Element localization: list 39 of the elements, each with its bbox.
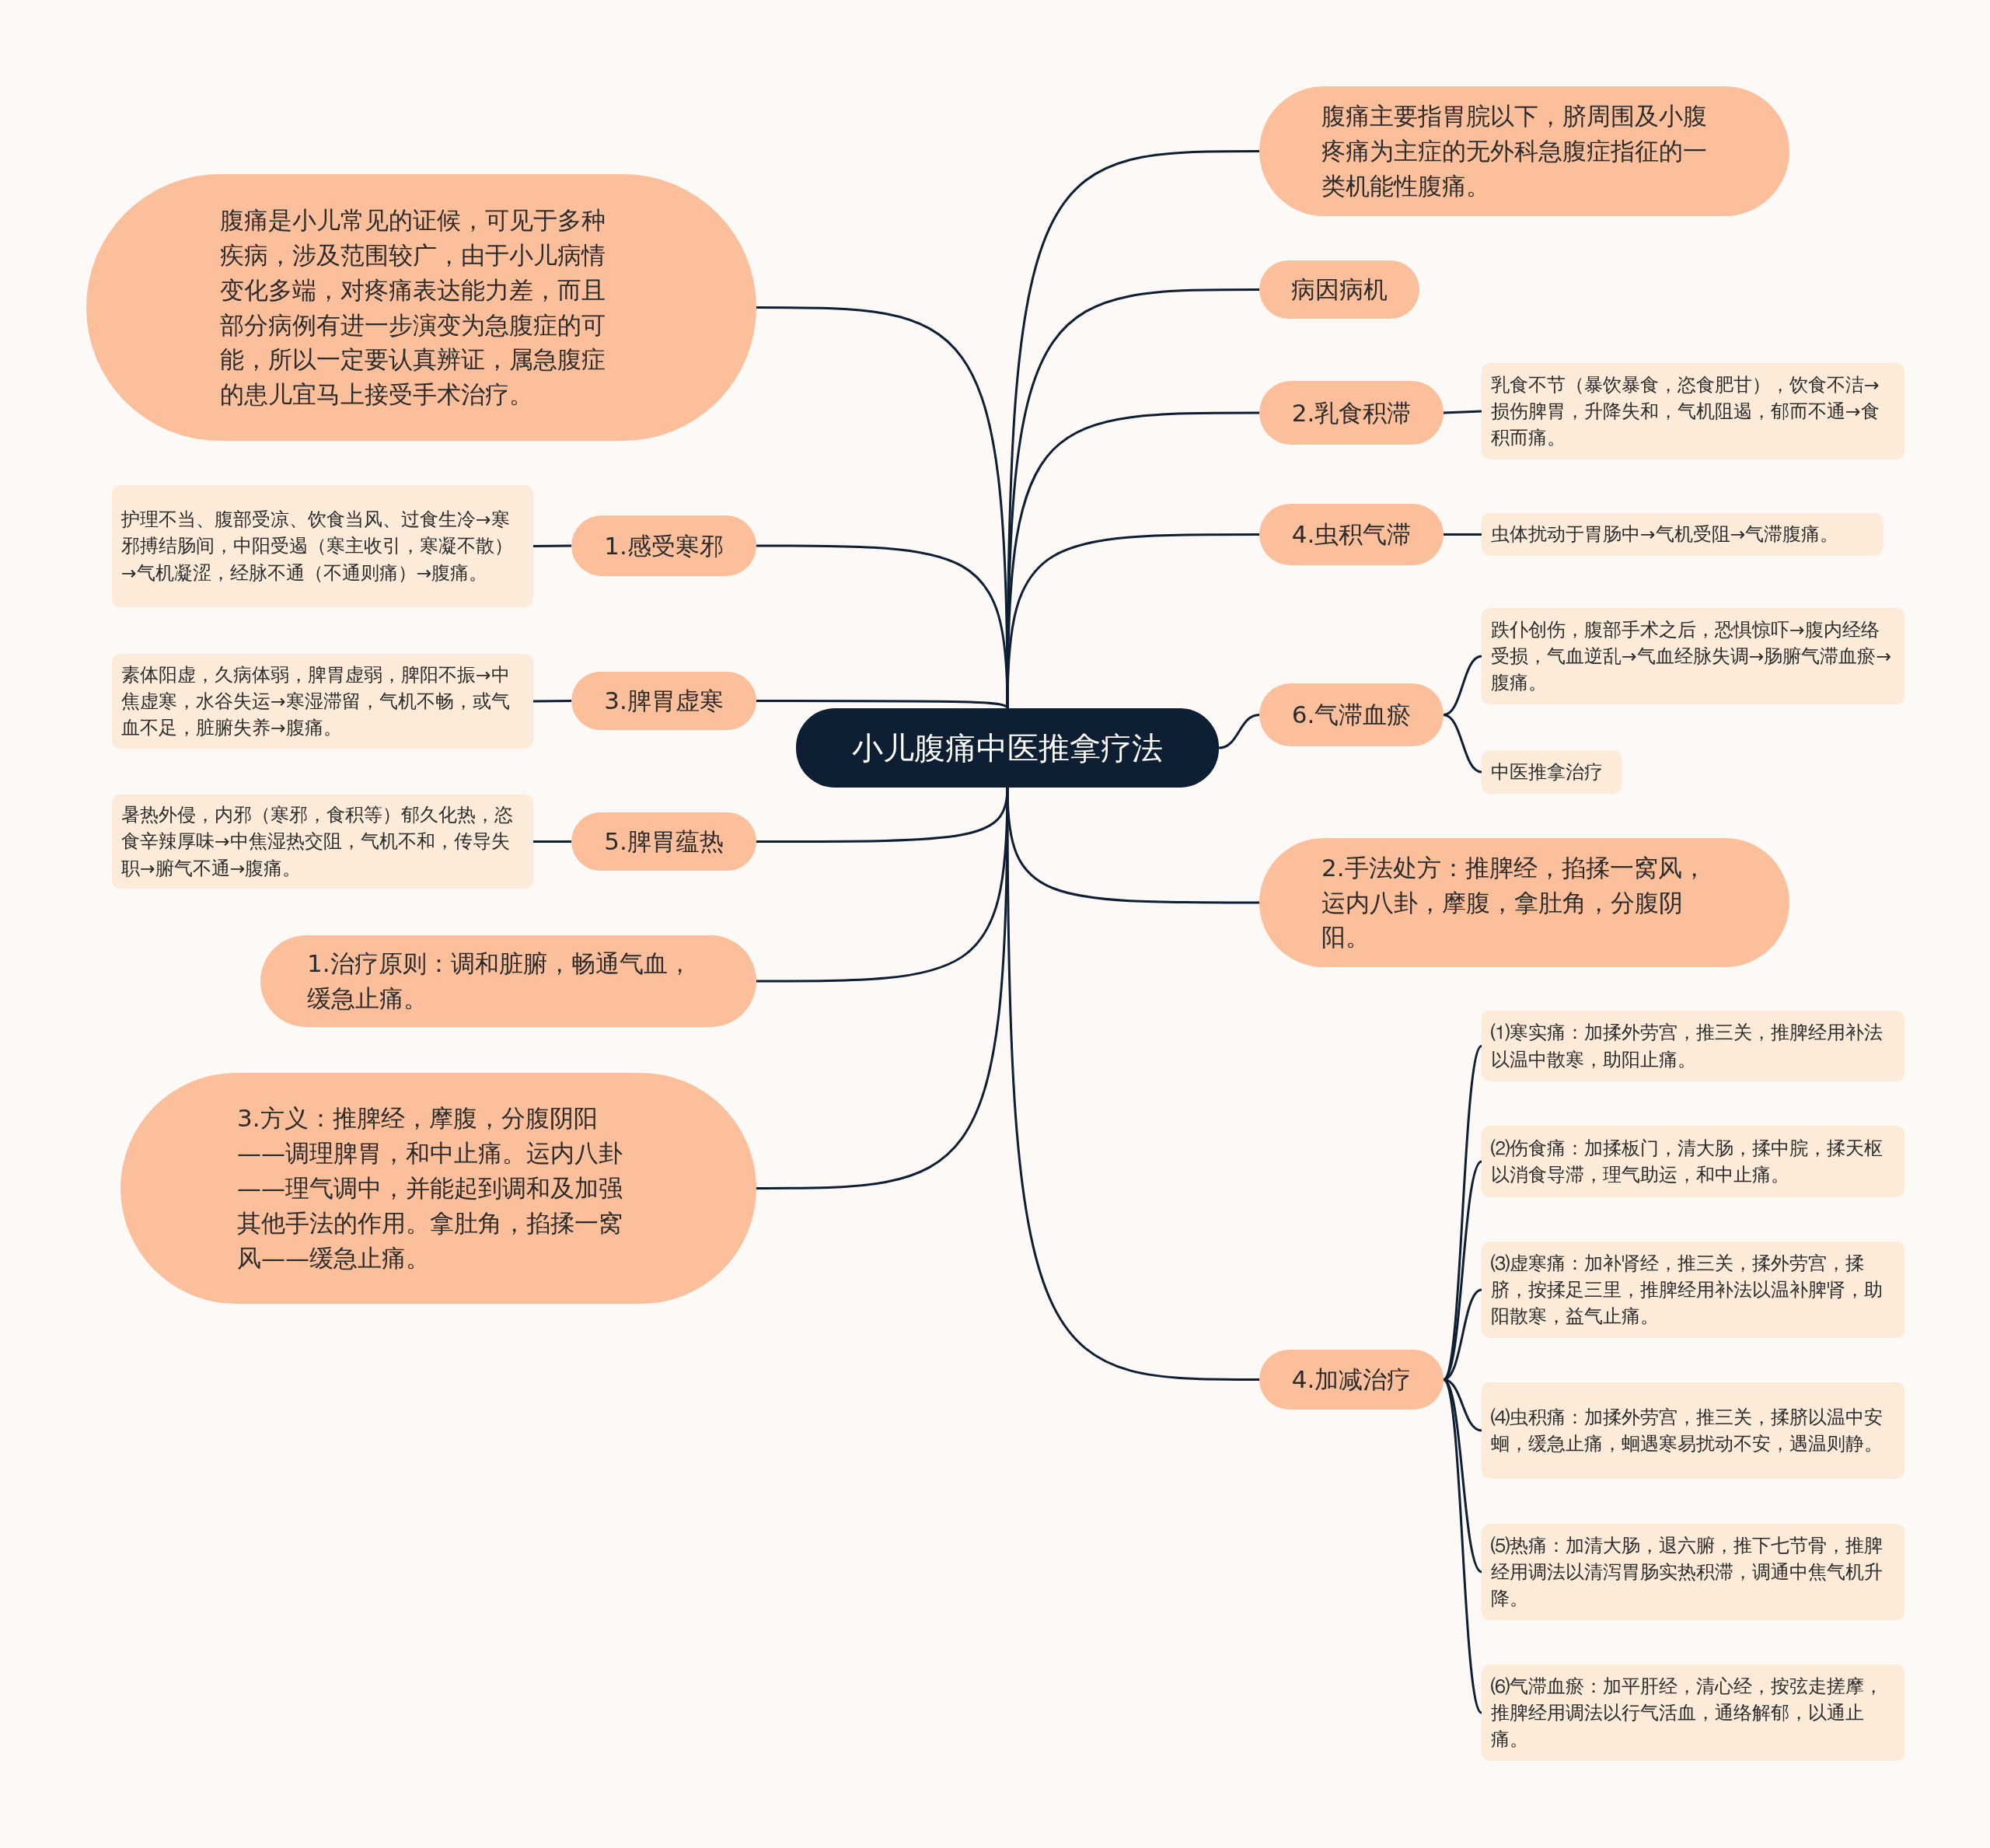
topic-pill: 5.脾胃蕴热	[571, 812, 756, 871]
topic-pill: 4.加减治疗	[1259, 1350, 1444, 1410]
topic-pill: 2.乳食积滞	[1259, 381, 1444, 445]
connector-line	[1218, 714, 1260, 749]
topic-pill: 1.治疗原则：调和脏腑，畅通气血，缓急止痛。	[260, 935, 756, 1027]
detail-card: ⑸热痛：加清大肠，退六腑，推下七节骨，推脾经用调法以清泻胃肠实热积滞，调通中焦气机升降。	[1482, 1524, 1904, 1620]
connector-line	[1442, 1160, 1483, 1381]
connector-line	[533, 544, 571, 547]
detail-card: 跌仆创伤，腹部手术之后，恐惧惊吓→腹内经络受损，气血逆乱→气血经脉失调→肠腑气滞血瘀→腹痛。	[1482, 608, 1904, 704]
detail-card: ⑵伤食痛：加揉板门，清大肠，揉中脘，揉天枢以消食导滞，理气助运，和中止痛。	[1482, 1126, 1904, 1197]
detail-card: ⑷虫积痛：加揉外劳宫，推三关，揉脐以温中安蛔，缓急止痛，蛔遇寒易扰动不安，遇温则静。	[1482, 1382, 1904, 1479]
connector-line	[1443, 1288, 1482, 1381]
connector-line	[756, 788, 1009, 1189]
detail-card: 护理不当、腹部受凉、饮食当风、过食生冷→寒邪搏结肠间，中阳受遏（寒主收引，寒凝不散）→气机凝涩，经脉不通（不通则痛）→腹痛。	[112, 485, 533, 607]
topic-pill: 1.感受寒邪	[571, 515, 756, 576]
connector-line	[1442, 1378, 1483, 1714]
detail-card: 暑热外侵，内邪（寒邪，食积等）郁久化热，恣食辛辣厚味→中焦湿热交阻，气机不和，传导失职→腑气不通→腹痛。	[112, 795, 533, 889]
topic-pill: 2.手法处方：推脾经，掐揉一窝风，运内八卦，摩腹，拿肚角，分腹阴阳。	[1259, 838, 1789, 967]
connector-line	[533, 840, 571, 843]
detail-card: ⑶虚寒痛：加补肾经，推三关，揉外劳宫，揉脐，按揉足三里，推脾经用补法以温补脾肾，助阳散寒，益气止痛。	[1482, 1242, 1904, 1338]
topic-pill: 腹痛主要指胃脘以下，脐周围及小腹疼痛为主症的无外科急腹症指征的一类机能性腹痛。	[1259, 86, 1789, 216]
detail-card: 素体阳虚，久病体弱，脾胃虚弱，脾阳不振→中焦虚寒，水谷失运→寒湿滞留，气机不畅，或气血不足，脏腑失养→腹痛。	[112, 654, 533, 749]
detail-card: 虫体扰动于胃肠中→气机受阻→气滞腹痛。	[1482, 513, 1883, 556]
topic-pill: 3.脾胃虚寒	[571, 672, 756, 730]
topic-pill: 6.气滞血瘀	[1259, 683, 1444, 746]
topic-pill: 4.虫积气滞	[1259, 504, 1444, 565]
detail-card: ⑴寒实痛：加揉外劳宫，推三关，推脾经用补法以温中散寒，助阳止痛。	[1482, 1011, 1904, 1081]
connector-line	[1443, 410, 1482, 414]
topic-pill: 腹痛是小儿常见的证候，可见于多种疾病，涉及范围较广，由于小儿病情变化多端，对疼痛表达能力差，而且部分病例有进一步演变为急腹症的可能，所以一定要认真辨证，属急腹症的患儿宜马上接受手术治疗。	[86, 174, 756, 441]
connector-line	[1444, 533, 1482, 536]
connector-line	[533, 700, 571, 703]
topic-pill: 3.方义：推脾经，摩腹，分腹阴阳——调理脾胃，和中止痛。运内八卦——理气调中，并能起到调和及加强其他手法的作用。拿肚角，掐揉一窝风——缓急止痛。	[120, 1073, 756, 1304]
connector-line	[1443, 714, 1482, 774]
connector-line	[1006, 788, 1259, 1381]
topic-pill: 病因病机	[1259, 260, 1419, 319]
central-topic: 小儿腹痛中医推拿疗法	[796, 708, 1219, 788]
detail-card: ⑹气滞血瘀：加平肝经，清心经，按弦走搓摩，推脾经用调法以行气活血，通络解郁，以通止痛。	[1482, 1665, 1904, 1761]
detail-card: 中医推拿治疗	[1482, 750, 1622, 794]
detail-card: 乳食不节（暴饮暴食，恣食肥甘），饮食不洁→损伤脾胃，升降失和，气机阻遏，郁而不通→食积而痛。	[1482, 363, 1904, 459]
